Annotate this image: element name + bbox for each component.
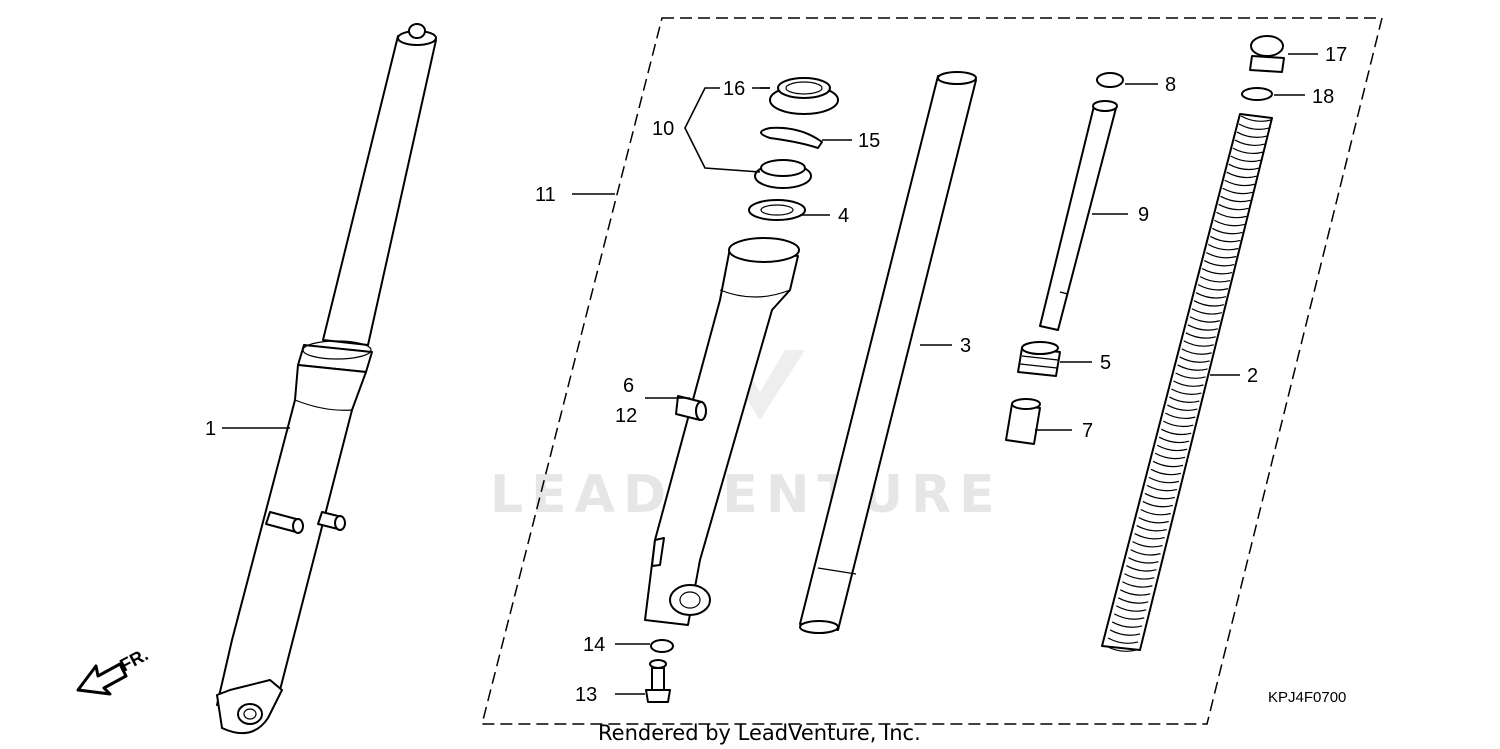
callout-labels: 1 2 3 4 5 6 7 8 9 10 11 12 13 14 15 16 1…	[205, 44, 1347, 706]
callout-1: 1	[205, 418, 216, 440]
callout-6: 6	[623, 375, 634, 397]
oil-seal-part	[769, 77, 839, 115]
front-direction-arrow: FR.	[76, 644, 151, 696]
oil-lock-piece-part	[1005, 398, 1041, 445]
footer-credit: Rendered by LeadVenture, Inc.	[598, 721, 921, 745]
callout-4: 4	[838, 205, 849, 227]
fork-pipe-part	[799, 71, 977, 634]
callout-5: 5	[1100, 352, 1111, 374]
callout-11: 11	[535, 184, 556, 206]
callout-9: 9	[1138, 204, 1149, 226]
bottom-case-part	[644, 237, 800, 626]
assembly-boundary	[481, 17, 1383, 725]
fork-bolt-part	[1249, 35, 1285, 73]
piston-ring-part	[1096, 72, 1124, 88]
callout-2: 2	[1247, 365, 1258, 387]
circlip-part	[760, 126, 823, 149]
rebound-spring-part	[1017, 341, 1061, 377]
callout-16: 16	[723, 78, 745, 100]
watermark-text: LEADVENTURE	[490, 465, 1003, 525]
callout-14: 14	[583, 634, 605, 656]
sealing-washer-part	[650, 639, 674, 653]
callout-8: 8	[1165, 74, 1176, 96]
callout-12: 12	[615, 405, 637, 427]
callout-15: 15	[858, 130, 880, 152]
callout-18: 18	[1312, 86, 1334, 108]
callout-3: 3	[960, 335, 971, 357]
socket-bolt-part	[645, 659, 671, 703]
o-ring-part	[1241, 87, 1273, 101]
fork-assembly	[216, 23, 437, 735]
axle-holder-bolt-part	[675, 395, 707, 421]
fork-piston-part	[1039, 100, 1118, 331]
backup-ring-part	[748, 199, 806, 221]
callout-17: 17	[1325, 44, 1347, 66]
leader-lines	[222, 53, 1318, 695]
diagram-code: KPJ4F0700	[1268, 689, 1346, 706]
callout-10: 10	[652, 118, 674, 140]
callout-7: 7	[1082, 420, 1093, 442]
slide-bushing-part	[754, 159, 812, 189]
fork-spring-part	[1101, 113, 1273, 652]
watermark: LEADVENTURE	[490, 350, 1003, 525]
callout-13: 13	[575, 684, 597, 706]
